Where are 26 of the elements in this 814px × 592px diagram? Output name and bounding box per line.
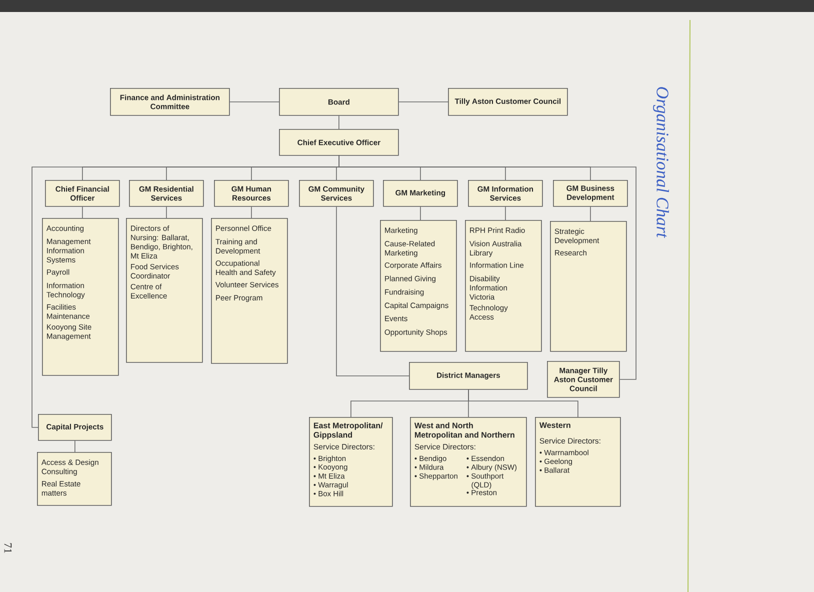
connector-line — [505, 206, 506, 220]
connector-line — [468, 389, 578, 418]
duties-box — [465, 220, 542, 352]
connector-line — [82, 206, 83, 218]
duties-box — [42, 218, 119, 376]
duties-box — [380, 220, 457, 352]
connector-line — [251, 206, 252, 218]
duties-box — [211, 218, 288, 364]
chart-title: Organisational Chart — [653, 87, 669, 238]
connector-line — [590, 206, 591, 222]
duties-box — [37, 452, 112, 506]
connector-line — [420, 206, 421, 220]
connector-line — [338, 155, 636, 380]
region-box — [535, 417, 621, 507]
region-heading: Western — [539, 422, 570, 428]
connector-line — [338, 115, 340, 130]
connector-line — [74, 440, 76, 452]
connector-line — [166, 206, 167, 218]
region-heading: East Metropolitan/ Gippsland — [314, 422, 383, 440]
region-heading: West and North Metropolitan and Northern — [414, 422, 514, 440]
region-box — [410, 417, 527, 507]
region-box — [309, 417, 393, 507]
page-number: 71 — [4, 543, 12, 553]
duties-box — [550, 221, 627, 352]
duties-box — [126, 218, 203, 363]
connector-line — [336, 206, 410, 376]
